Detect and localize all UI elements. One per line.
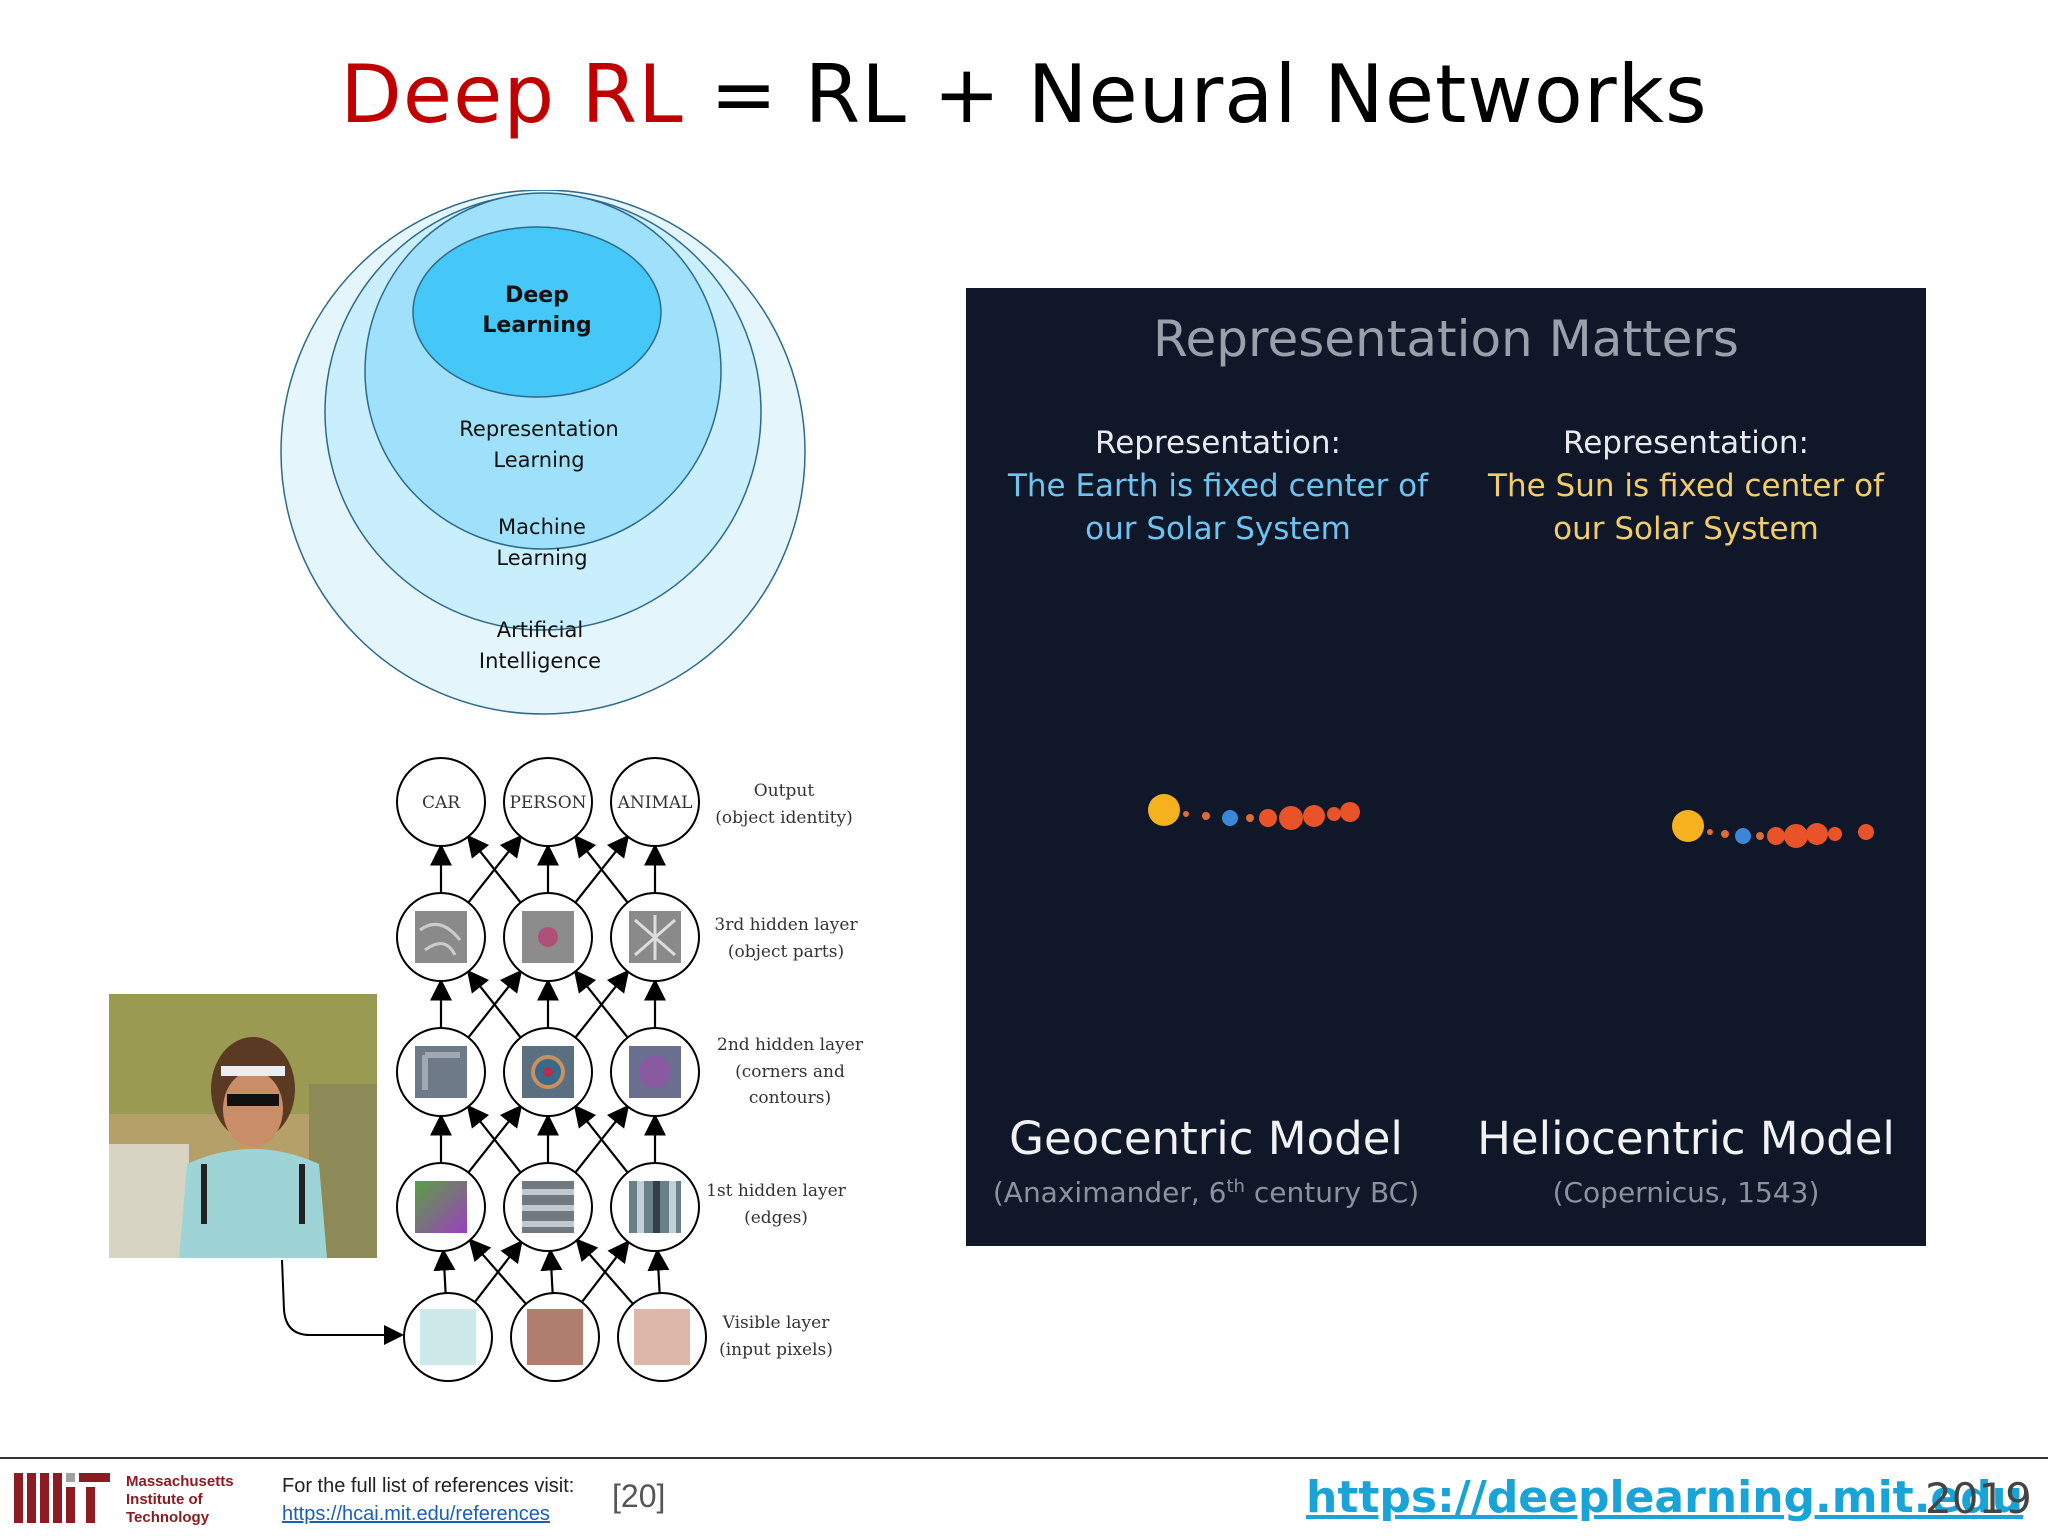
network-edge <box>573 834 629 904</box>
ai-venn-diagram: Deep Learning Representation Learning Ma… <box>280 190 806 715</box>
input-photo <box>109 994 377 1258</box>
heliocentric-title: Heliocentric Model <box>1477 1112 1895 1165</box>
network-edge <box>647 1248 670 1294</box>
label-hidden1-1: 1st hidden layer <box>706 1181 847 1201</box>
label-visible-2: (input pixels) <box>719 1340 833 1360</box>
heliocentric-planets <box>1672 810 1874 848</box>
neural-network-diagram: CAR PERSON ANIMAL <box>281 757 864 1382</box>
label-hidden2-1: 2nd hidden layer <box>717 1035 864 1055</box>
dl-label-1: Deep <box>505 283 569 308</box>
rl-label-2: Learning <box>493 448 584 472</box>
mit-line-1: Massachusetts <box>126 1473 234 1490</box>
network-edge <box>573 969 629 1039</box>
label-hidden1-2: (edges) <box>744 1208 808 1228</box>
representation-panel: Representation Matters Representation: T… <box>966 288 1926 1246</box>
network-edge <box>433 1248 456 1294</box>
geocentric-subtitle: (Anaximander, 6th century BC) <box>993 1176 1419 1209</box>
mit-line-3: Technology <box>126 1509 210 1526</box>
output-node-car: CAR <box>422 793 461 813</box>
reference-number: [20] <box>612 1478 666 1514</box>
right-rep-desc-1: The Sun is fixed center of <box>1487 468 1885 504</box>
label-hidden2-2: (corners and <box>735 1062 845 1082</box>
ai-label-2: Intelligence <box>479 649 601 673</box>
slide-title: Deep RL = RL + Neural Networks <box>0 48 2048 141</box>
footer-divider <box>0 1457 2048 1459</box>
title-rest: = RL + Neural Networks <box>710 48 1708 141</box>
label-visible-1: Visible layer <box>722 1313 831 1333</box>
slide-year: 2019 <box>1925 1474 2032 1523</box>
heliocentric-subtitle: (Copernicus, 1543) <box>1553 1176 1820 1209</box>
references-label: For the full list of references visit: <box>282 1475 575 1497</box>
network-connections <box>430 834 670 1305</box>
visible-layer <box>403 1292 707 1382</box>
mit-wordmark: Massachusetts Institute of Technology <box>126 1473 234 1527</box>
label-hidden3-2: (object parts) <box>728 942 844 962</box>
mit-line-2: Institute of <box>126 1491 203 1508</box>
hidden-layer-2 <box>396 1027 700 1117</box>
title-highlight: Deep RL <box>340 48 684 141</box>
label-hidden2-3: contours) <box>749 1088 831 1108</box>
output-node-person: PERSON <box>509 793 586 813</box>
label-hidden3-1: 3rd hidden layer <box>714 915 858 935</box>
left-rep-label: Representation: <box>1095 425 1341 461</box>
hidden-layer-3 <box>396 892 700 982</box>
ai-label-1: Artificial <box>497 618 583 642</box>
network-edge <box>575 1238 634 1305</box>
right-rep-desc-2: our Solar System <box>1553 511 1819 547</box>
right-rep-label: Representation: <box>1563 425 1809 461</box>
geocentric-title: Geocentric Model <box>1009 1112 1403 1165</box>
photo-to-input-arrow <box>281 1259 404 1345</box>
geocentric-planets <box>1148 794 1360 830</box>
label-output-1: Output <box>754 781 815 801</box>
output-layer: CAR PERSON ANIMAL <box>396 757 700 847</box>
ml-label-2: Learning <box>496 546 587 570</box>
network-edge <box>466 969 522 1039</box>
hidden-layer-1 <box>396 1162 700 1252</box>
label-output-2: (object identity) <box>715 808 853 828</box>
dl-circle <box>412 226 662 398</box>
panel-heading: Representation Matters <box>1153 310 1739 368</box>
left-rep-desc-1: The Earth is fixed center of <box>1007 468 1429 504</box>
network-edge <box>466 834 522 904</box>
network-edge <box>573 1104 629 1174</box>
ml-label-1: Machine <box>498 515 586 539</box>
network-edge <box>540 1248 563 1294</box>
references-link[interactable]: https://hcai.mit.edu/references <box>282 1503 550 1525</box>
course-site-link[interactable]: https://deeplearning.mit.edu <box>1306 1472 2024 1523</box>
representation-panel-art: Representation Matters Representation: T… <box>993 310 1895 1209</box>
network-edge <box>468 1238 527 1305</box>
mit-logo <box>14 1473 110 1523</box>
left-rep-desc-2: our Solar System <box>1085 511 1351 547</box>
dl-label-2: Learning <box>482 313 591 338</box>
rl-label-1: Representation <box>459 417 619 441</box>
output-node-animal: ANIMAL <box>617 793 693 813</box>
network-edge <box>466 1104 522 1174</box>
